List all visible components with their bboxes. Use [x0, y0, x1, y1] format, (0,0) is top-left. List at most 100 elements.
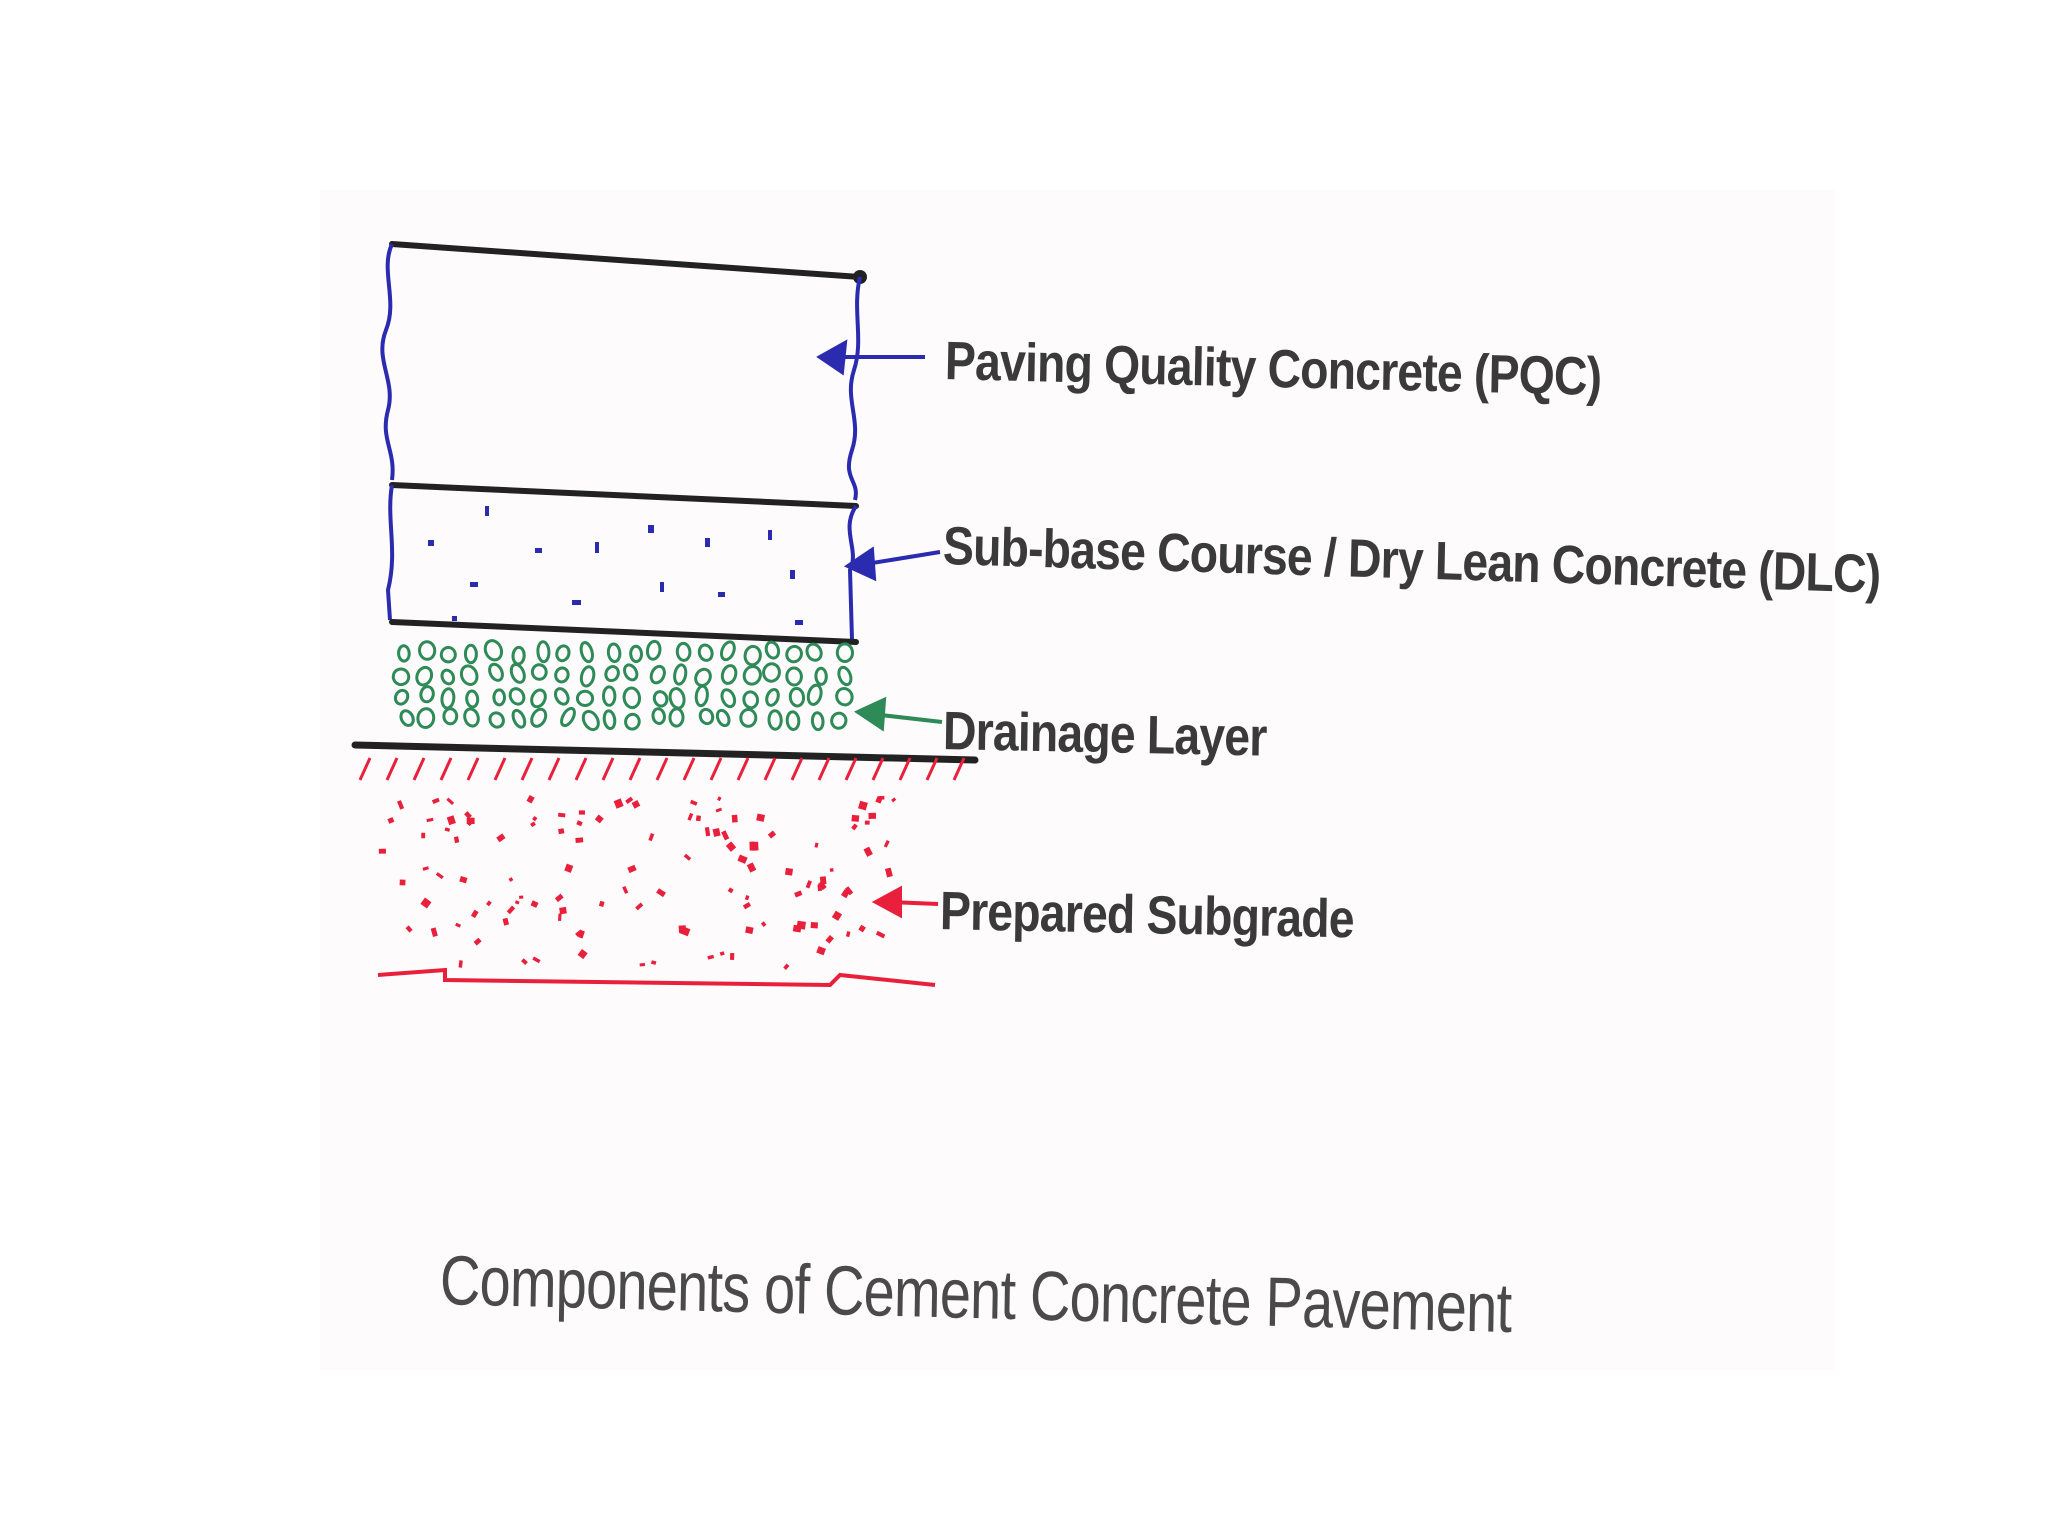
soil-speck	[875, 796, 883, 804]
aggregate-pebble	[785, 710, 801, 731]
soil-speck	[767, 830, 777, 839]
aggregate-pebble	[835, 687, 854, 707]
aggregate-pebble	[742, 690, 760, 710]
aggregate-pebble	[602, 685, 617, 707]
soil-speck	[678, 925, 687, 933]
soil-speck	[426, 817, 434, 823]
soil-speck	[744, 895, 750, 901]
soil-speck	[558, 828, 565, 835]
aggregate-pebble	[575, 689, 595, 708]
dlc-left-edge	[385, 484, 395, 621]
aggregate-pebble	[837, 665, 853, 687]
soil-speck	[459, 876, 468, 884]
soil-speck	[884, 867, 893, 878]
aggregate-pebble	[810, 711, 825, 732]
dlc-top-line	[389, 482, 859, 509]
aggregate-pebble	[579, 665, 596, 688]
soil-speck	[745, 926, 754, 935]
soil-speck	[729, 952, 735, 960]
soil-speck	[627, 864, 637, 874]
soil-speck	[858, 800, 868, 811]
soil-speck	[717, 796, 722, 802]
aggregate-pebble	[785, 666, 803, 687]
hatch-mark	[574, 757, 588, 781]
soil-speck	[864, 820, 870, 825]
soil-speck	[430, 927, 438, 937]
soil-speck	[816, 946, 826, 956]
subgrade-bottom-line	[377, 967, 936, 988]
pqc-right-edge	[846, 276, 862, 501]
soil-speck	[532, 816, 538, 822]
subgrade-arrow	[871, 885, 939, 919]
aggregate-pebble	[697, 643, 714, 662]
hatch-mark	[736, 757, 750, 781]
aggregate-pebble	[762, 662, 781, 683]
soil-speck	[622, 885, 629, 894]
aggregate-pebble	[652, 690, 669, 708]
aggregate-pebble	[415, 665, 434, 687]
soil-speck	[506, 905, 516, 915]
aggregate-pebble	[694, 667, 712, 688]
aggregate-pebble	[629, 644, 644, 664]
hatch-mark	[817, 757, 831, 781]
aggregate-pebble	[439, 646, 457, 664]
aggregate-pebble	[483, 639, 504, 662]
soil-speck	[464, 811, 472, 819]
hatch-mark	[682, 757, 696, 781]
hatch-mark	[358, 757, 372, 781]
hatch-mark	[412, 757, 426, 781]
hatch-mark	[520, 757, 534, 781]
dlc-specks	[428, 506, 803, 625]
soil-speck	[725, 841, 737, 852]
pqc-arrow	[816, 339, 925, 376]
soil-speck	[559, 906, 567, 915]
aggregate-pebble	[715, 708, 731, 728]
drainage-top-line	[389, 619, 859, 645]
subgrade-hatch	[358, 757, 966, 781]
soil-speck	[825, 935, 834, 944]
aggregate-pebble	[554, 666, 570, 684]
drainage-aggregate	[391, 639, 855, 732]
aggregate-pebble	[509, 662, 526, 684]
soil-speck	[760, 921, 767, 927]
soil-speck	[421, 832, 426, 839]
aggregate-pebble	[698, 707, 715, 726]
soil-speck	[397, 800, 405, 810]
drainage-arrow	[853, 696, 943, 732]
aggregate-pebble	[560, 706, 576, 728]
soil-speck	[532, 956, 541, 964]
aggregate-pebble	[623, 663, 639, 682]
aggregate-pebble	[463, 643, 478, 665]
drainage-layer-label: Drainage Layer	[942, 701, 1267, 768]
aggregate-pebble	[606, 642, 622, 664]
hatch-mark	[709, 757, 723, 781]
soil-speck	[687, 812, 694, 821]
aggregate-pebble	[536, 640, 551, 664]
aggregate-pebble	[720, 664, 738, 685]
soil-speck	[631, 800, 641, 809]
aggregate-pebble	[743, 644, 762, 667]
soil-speck	[557, 913, 562, 921]
aggregate-pebble	[440, 687, 456, 710]
soil-speck	[810, 921, 819, 929]
soil-speck	[458, 960, 463, 968]
soil-speck	[749, 841, 756, 851]
soil-speck	[575, 837, 584, 843]
soil-speck	[453, 836, 460, 844]
soil-speck	[486, 900, 492, 907]
aggregate-pebble	[651, 707, 666, 725]
aggregate-pebble	[742, 665, 762, 686]
soil-speck	[731, 814, 738, 823]
drainage-layer	[389, 619, 859, 732]
soil-speck	[715, 807, 723, 813]
aggregate-pebble	[488, 711, 505, 729]
soil-speck	[783, 963, 790, 970]
soil-speck	[794, 890, 803, 898]
aggregate-pebble	[417, 640, 437, 661]
soil-speck	[470, 909, 479, 919]
hatch-mark	[844, 757, 858, 781]
aggregate-pebble	[419, 685, 435, 704]
hatch-mark	[871, 757, 885, 781]
